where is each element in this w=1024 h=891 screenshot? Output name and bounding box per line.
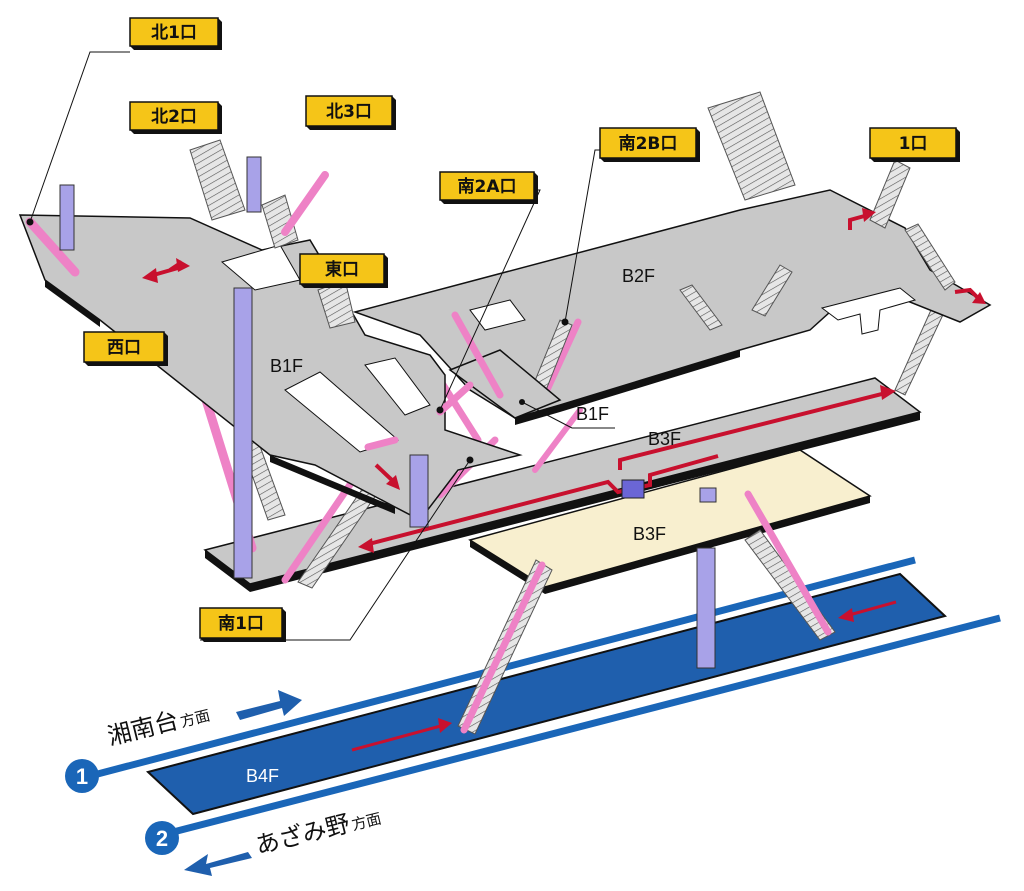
b3f-route-east <box>618 390 891 470</box>
exit-label-south1: 南1口 <box>218 613 264 634</box>
pillar-south <box>409 454 429 528</box>
exit-label-north3: 北3口 <box>326 102 372 122</box>
stairs-north2 <box>189 139 246 221</box>
stairs-b2f-east <box>904 223 956 291</box>
exit-south2b[interactable]: 南2B口 <box>599 127 700 162</box>
exit-north1[interactable]: 北1口 <box>129 17 222 50</box>
b1f-opening-side <box>364 357 431 416</box>
pillar-north1 <box>59 184 75 251</box>
arrowhead-east-b2f <box>972 292 986 304</box>
escalator-b1-east <box>364 436 399 451</box>
arrowhead-exit-1 <box>862 208 876 222</box>
exit-label-north1: 北1口 <box>151 23 197 43</box>
exit-label-west: 西口 <box>107 338 141 358</box>
direction-dest-1: 湘南台 <box>105 706 182 751</box>
b4f-level: B4F <box>89 556 1001 842</box>
pillar-main <box>233 287 253 579</box>
escalator-south2a <box>436 381 474 416</box>
escalator-to-platform-1 <box>460 561 546 734</box>
b1f-sub-leader <box>521 401 573 429</box>
direction-arrow-right <box>236 690 302 720</box>
track-number-badge-2 <box>145 821 179 855</box>
track-number-badge-1 <box>65 759 99 793</box>
pillar-b3f <box>696 547 716 669</box>
b3f-lower-label: B3F <box>633 524 666 544</box>
arrowhead-west-b <box>176 258 190 272</box>
stairs-exit-1 <box>869 159 911 229</box>
b1f-sub-floor <box>448 349 562 419</box>
b3f-arrowhead-west <box>358 538 374 553</box>
b3f-upper-level: B3F <box>203 377 922 592</box>
exit-labels: 北1口 北2口 北3口 東口 西口 南2A口 <box>83 17 960 642</box>
exit-label-1: 1口 <box>899 134 928 154</box>
track-number-2: 2 <box>156 826 168 851</box>
direction-suffix-2: 方面 <box>350 809 383 834</box>
escalator-south2a-b <box>451 311 504 399</box>
escalator-north1 <box>25 217 80 277</box>
escalator-b2-b3 <box>436 376 482 444</box>
platform-arrow-right <box>351 722 449 752</box>
exit-label-south2b: 南2B口 <box>619 133 678 154</box>
exit-west[interactable]: 西口 <box>83 331 168 366</box>
b3f-arrowhead-east <box>880 385 896 400</box>
stairs-north2-b <box>261 194 299 249</box>
escalator-to-platform-2 <box>744 490 832 636</box>
b1f-sub-label: B1F <box>576 404 609 424</box>
platform-arrowhead-left <box>838 608 854 622</box>
route-south <box>374 463 396 484</box>
route-exit-1 <box>848 213 869 230</box>
b2f-opening-east <box>820 287 917 335</box>
direction-track-2: 2 あざみ野 方面 <box>145 809 383 876</box>
b4f-platform <box>145 572 948 816</box>
b3f-lower-level: B3F <box>468 449 872 669</box>
b2f-label: B2F <box>622 266 655 286</box>
platform-arrowhead-right <box>438 718 452 733</box>
exit-east[interactable]: 東口 <box>299 253 388 288</box>
exit-north2[interactable]: 北2口 <box>129 101 222 134</box>
arrowhead-west <box>142 268 158 283</box>
escalator-north3 <box>281 171 329 236</box>
stairs-b2f-mid1 <box>679 284 723 331</box>
direction-arrow-left <box>184 852 252 876</box>
exit-1[interactable]: 1口 <box>869 127 960 162</box>
b1f-main-label: B1F <box>270 356 303 376</box>
b4f-label: B4F <box>246 766 279 786</box>
b1f-level: B1F B1F <box>18 139 615 579</box>
stairs-big-b2f <box>707 91 796 201</box>
direction-suffix-1: 方面 <box>178 706 211 731</box>
exit-label-north2: 北2口 <box>151 107 197 127</box>
pillar-north2 <box>246 156 262 213</box>
pillar-small <box>699 487 717 503</box>
track-number-1: 1 <box>76 764 88 789</box>
exit-north3[interactable]: 北3口 <box>305 95 396 130</box>
stairs-b2f-mid2 <box>751 264 793 317</box>
escalator-mid <box>532 407 583 473</box>
exit-label-south2a: 南2A口 <box>458 176 517 197</box>
b2f-opening <box>469 299 526 331</box>
elevator-icon <box>621 479 645 499</box>
exit-south2a[interactable]: 南2A口 <box>439 171 538 204</box>
direction-dest-2: あざみ野 <box>253 809 353 859</box>
exit-label-east: 東口 <box>325 259 359 280</box>
exit-south1[interactable]: 南1口 <box>199 607 286 642</box>
arrowhead-south <box>386 475 400 490</box>
track-line-2 <box>149 614 1001 842</box>
b3f-upper-label: B3F <box>648 429 681 449</box>
